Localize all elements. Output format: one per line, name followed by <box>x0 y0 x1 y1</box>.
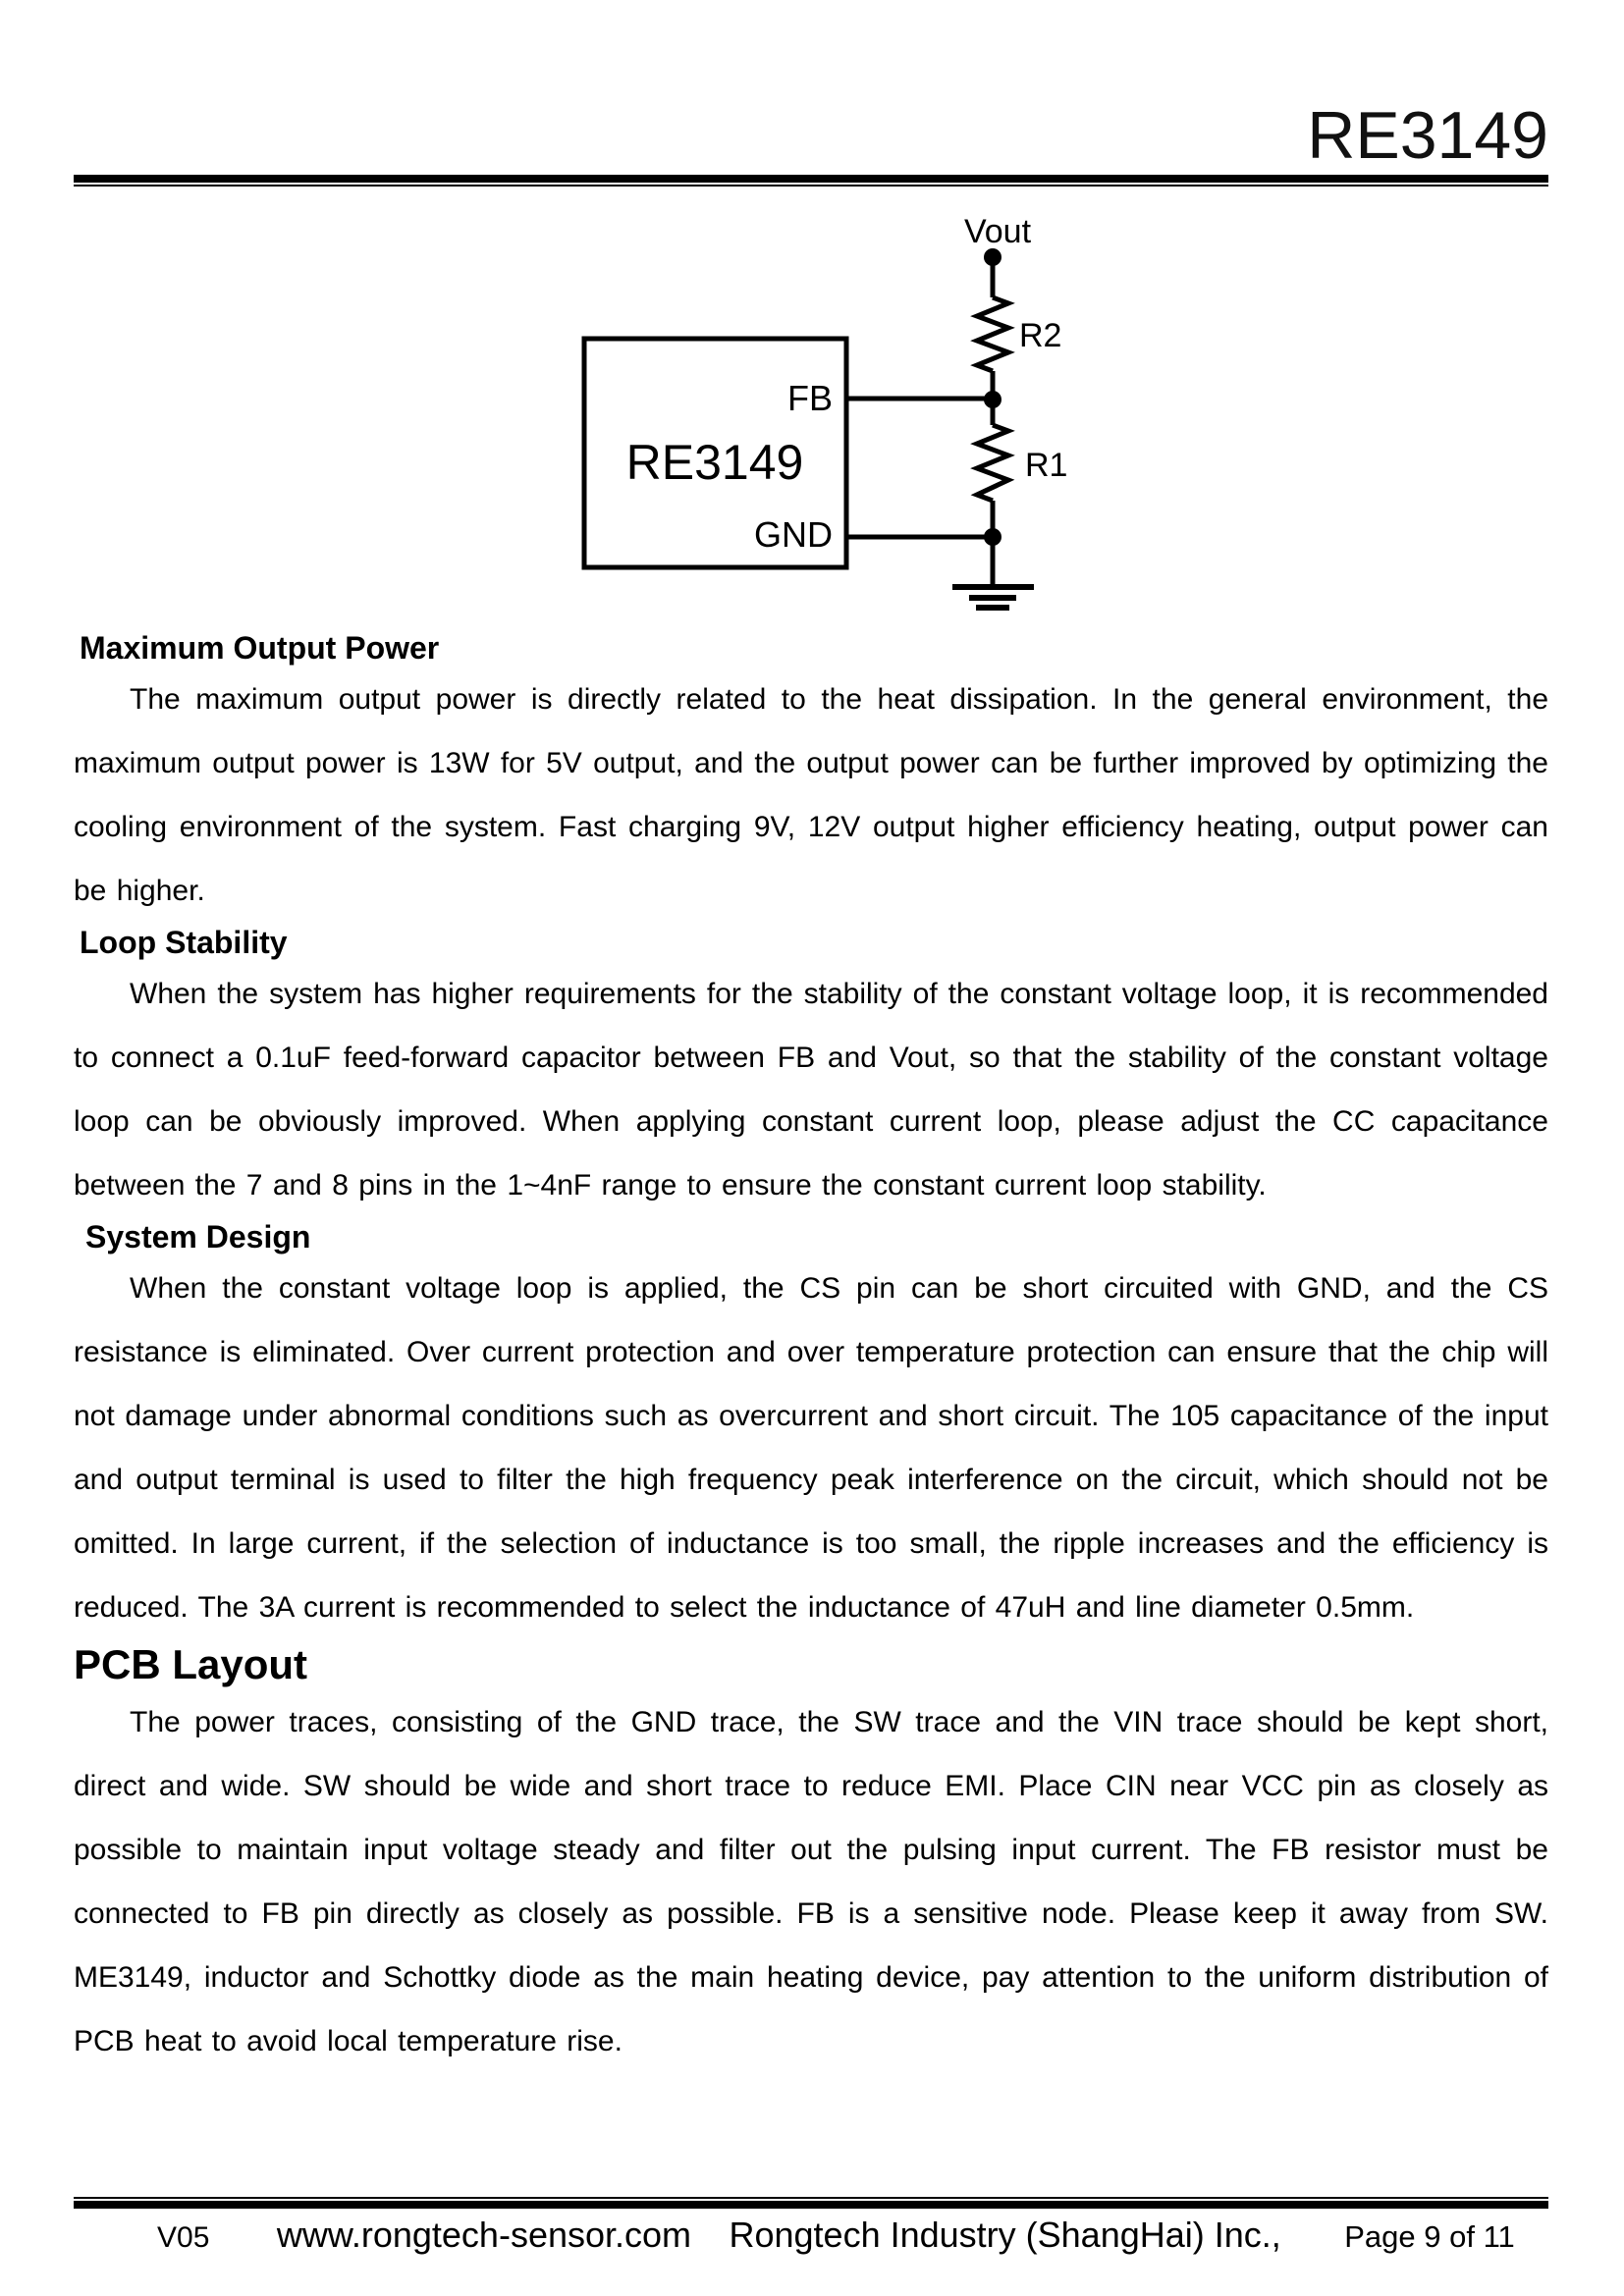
section-heading-maximum-output-power: Maximum Output Power <box>80 630 440 666</box>
fb-node-dot <box>984 391 1001 408</box>
vout-node-dot <box>984 248 1001 266</box>
pin-label-fb: FB <box>787 378 833 418</box>
section-body-loop-stability: When the system has higher requirements … <box>74 978 1548 1201</box>
vout-label: Vout <box>964 213 1032 250</box>
resistor-r2 <box>970 294 1015 374</box>
header-rule <box>74 175 1548 187</box>
section-body-maximum-output-power: The maximum output power is directly rel… <box>74 683 1548 907</box>
section-body-pcb-layout: The power traces, consisting of the GND … <box>74 1706 1548 2057</box>
section-heading-system-design: System Design <box>85 1219 311 1255</box>
pin-label-gnd: GND <box>754 514 833 555</box>
resistor-r1 <box>970 422 1015 504</box>
chip-label: RE3149 <box>626 435 804 490</box>
gnd-node-dot <box>984 528 1001 546</box>
page-title: RE3149 <box>1307 98 1548 173</box>
r2-label: R2 <box>1019 317 1061 354</box>
footer-row: V05 www.rongtech-sensor.com Rongtech Ind… <box>74 2215 1548 2256</box>
page-footer: V05 www.rongtech-sensor.com Rongtech Ind… <box>74 2197 1548 2256</box>
footer-page-number: Page 9 of 11 <box>1344 2219 1515 2254</box>
footer-website: www.rongtech-sensor.com <box>276 2215 692 2255</box>
footer-version: V05 <box>157 2221 210 2254</box>
circuit-diagram-region: RE3149 FB GND Vout <box>74 187 1548 628</box>
section-heading-loop-stability: Loop Stability <box>80 925 288 960</box>
chip-box <box>581 336 849 570</box>
footer-company: Rongtech Industry (ShangHai) Inc., <box>729 2215 1281 2255</box>
feedback-circuit-diagram: RE3149 FB GND Vout <box>581 213 1067 611</box>
section-body-system-design: When the constant voltage loop is applie… <box>74 1272 1548 1624</box>
footer-rule <box>74 2197 1548 2209</box>
ground-symbol-icon <box>952 584 1034 611</box>
section-heading-pcb-layout: PCB Layout <box>74 1641 308 1687</box>
r1-label: R1 <box>1025 447 1067 484</box>
